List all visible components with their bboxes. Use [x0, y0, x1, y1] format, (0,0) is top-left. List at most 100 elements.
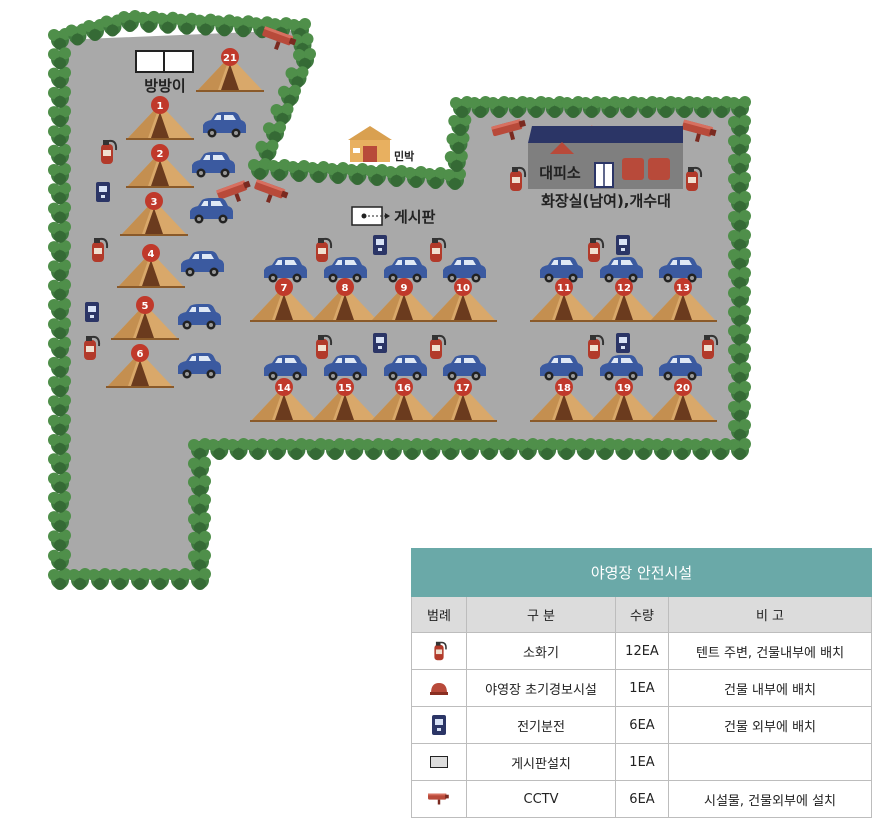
power-outlet-icon	[96, 182, 110, 202]
table-row: 소화기 12EA 텐트 주변, 건물내부에 배치	[411, 632, 872, 670]
tent-number: 21	[223, 53, 237, 64]
legend-name: 소화기	[466, 632, 616, 670]
tent-site-15: 15	[310, 378, 380, 422]
tent-site-2: 2	[125, 144, 195, 188]
tent-site-13: 13	[648, 278, 718, 322]
tent-number-badge	[131, 344, 149, 362]
tent-number: 14	[277, 383, 291, 394]
legend-qty: 12EA	[615, 632, 669, 670]
power-outlet-icon	[616, 235, 630, 255]
tent-site-11: 11	[529, 278, 599, 322]
tent-number: 6	[137, 349, 144, 360]
legend-name: 야영장 초기경보시설	[466, 669, 616, 707]
tent-number-badge	[395, 378, 413, 396]
tent-number: 2	[157, 149, 164, 160]
tent-number: 4	[148, 249, 155, 260]
tent-number-badge	[674, 278, 692, 296]
power-outlet-icon	[432, 715, 446, 735]
tent-site-16: 16	[369, 378, 439, 422]
tent-number-badge	[615, 378, 633, 396]
tent-number: 3	[151, 197, 158, 208]
tent-number-badge	[145, 192, 163, 210]
tent-site-8: 8	[310, 278, 380, 322]
tent-number-badge	[555, 378, 573, 396]
label-restroom: 화장실(남여),개수대	[541, 192, 671, 210]
cctv-icon	[428, 793, 449, 805]
tent-number: 11	[557, 283, 571, 294]
tent-number-badge	[275, 378, 293, 396]
table-row: 게시판설치 1EA	[411, 743, 872, 781]
tent-number: 8	[342, 283, 349, 294]
power-outlet-icon	[85, 302, 99, 322]
tent-site-20: 20	[648, 378, 718, 422]
legend-qty: 6EA	[615, 780, 669, 818]
table-row: 전기분전 6EA 건물 외부에 배치	[411, 706, 872, 744]
legend-note: 건물 내부에 배치	[668, 669, 872, 707]
tent-number: 13	[676, 283, 690, 294]
tent-site-10: 10	[428, 278, 498, 322]
tent-number: 5	[142, 301, 149, 312]
tent-site-21: 21	[195, 48, 265, 92]
shelter-building	[528, 126, 683, 189]
power-outlet-icon	[616, 333, 630, 353]
power-outlet-icon	[373, 235, 387, 255]
tent-site-12: 12	[589, 278, 659, 322]
guesthouse-icon	[348, 126, 392, 162]
board-icon	[430, 756, 448, 768]
legend-name: 게시판설치	[466, 743, 616, 781]
tent-number-badge	[221, 48, 239, 66]
tent-number: 7	[281, 283, 288, 294]
tent-number-badge	[615, 278, 633, 296]
legend-qty: 1EA	[615, 743, 669, 781]
legend-note: 텐트 주변, 건물내부에 배치	[668, 632, 872, 670]
tent-number-badge	[336, 278, 354, 296]
fire-extinguisher-icon	[433, 641, 447, 661]
tent-number: 9	[401, 283, 408, 294]
legend-header-qty: 수량	[615, 596, 669, 633]
tent-site-18: 18	[529, 378, 599, 422]
alarm-icon	[430, 683, 448, 695]
tent-number: 16	[397, 383, 411, 394]
tent-number: 12	[617, 283, 631, 294]
tent-number-badge	[136, 296, 154, 314]
safety-facility-legend: 야영장 안전시설 범례 구 분 수량 비 고 소화기 12EA 텐트 주변, 건…	[411, 548, 872, 818]
tent-number: 20	[676, 383, 690, 394]
tent-number-badge	[142, 244, 160, 262]
tent-number-badge	[151, 96, 169, 114]
tent-number-badge	[336, 378, 354, 396]
tent-number-badge	[454, 278, 472, 296]
tent-site-4: 4	[116, 244, 186, 288]
tent-number-badge	[275, 278, 293, 296]
label-board: 게시판	[394, 208, 436, 226]
legend-note: 건물 외부에 배치	[668, 706, 872, 744]
board-icon	[351, 206, 390, 226]
label-shelter: 대피소	[539, 164, 581, 182]
tent-number: 18	[557, 383, 571, 394]
legend-name: CCTV	[466, 780, 616, 818]
tent-site-7: 7	[249, 278, 319, 322]
legend-header-category: 구 분	[466, 596, 616, 633]
tent-number: 1	[157, 101, 164, 112]
legend-header-note: 비 고	[668, 596, 872, 633]
table-row: 야영장 초기경보시설 1EA 건물 내부에 배치	[411, 669, 872, 707]
tent-number-badge	[454, 378, 472, 396]
legend-title: 야영장 안전시설	[411, 548, 872, 597]
table-row: CCTV 6EA 시설물, 건물외부에 설치	[411, 780, 872, 818]
tent-number: 17	[456, 383, 470, 394]
tent-number-badge	[674, 378, 692, 396]
trampoline-icon	[135, 50, 194, 73]
tent-number-badge	[555, 278, 573, 296]
tent-number: 10	[456, 283, 470, 294]
tent-site-19: 19	[589, 378, 659, 422]
legend-qty: 1EA	[615, 669, 669, 707]
tent-number-badge	[395, 278, 413, 296]
label-minbak: 민박	[394, 149, 414, 163]
tent-site-6: 6	[105, 344, 175, 388]
tent-number: 15	[338, 383, 352, 394]
tent-number-badge	[151, 144, 169, 162]
tent-number: 19	[617, 383, 631, 394]
tent-site-17: 17	[428, 378, 498, 422]
tent-site-3: 3	[119, 192, 189, 236]
